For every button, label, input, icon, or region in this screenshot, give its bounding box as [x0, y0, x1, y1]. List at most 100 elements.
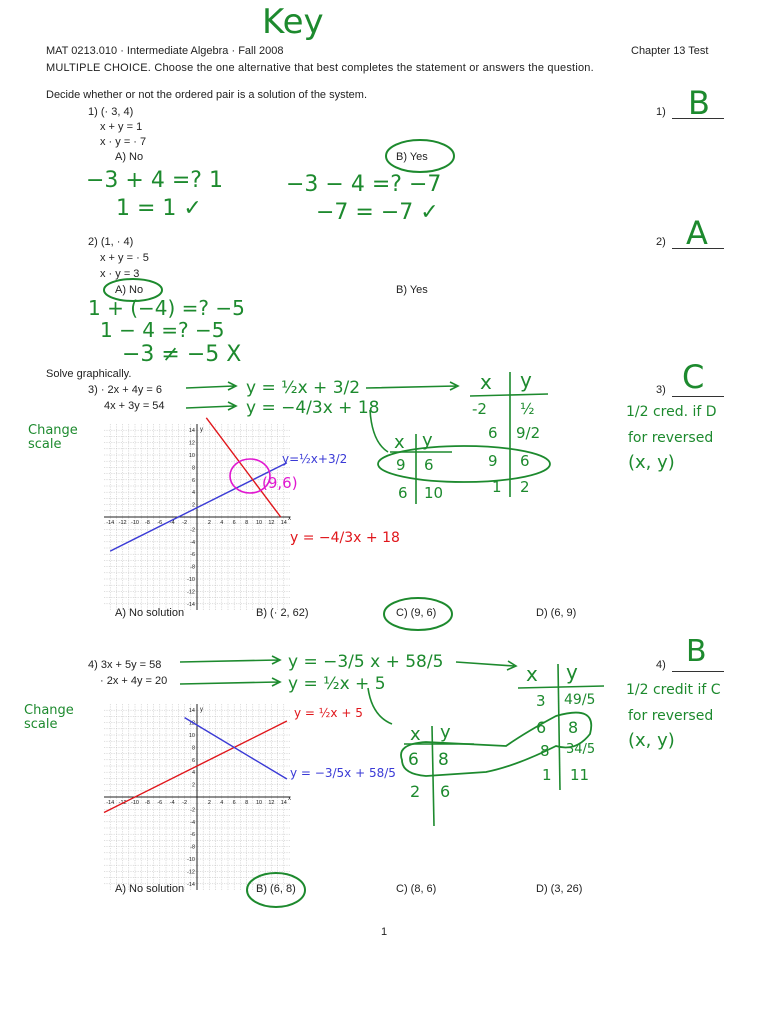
section2-prompt: Solve graphically.	[46, 368, 132, 380]
q3-table-1-cell: 6	[520, 452, 530, 470]
y-tick-label: 6	[192, 478, 195, 484]
y-tick-label: -8	[190, 845, 195, 851]
q1-option-a[interactable]: A) No	[115, 151, 144, 163]
q4-table-1-cell: 11	[570, 766, 590, 784]
x-tick-label: 14	[281, 800, 287, 806]
q3-option-b[interactable]: B) (· 2, 62)	[256, 607, 309, 619]
q3-table-1-grid	[469, 372, 549, 497]
q4-credit-note-1: 1/2 credit if C	[626, 682, 721, 698]
line-y-neg-three-fifths-x	[184, 717, 288, 780]
q2-eq1: x + y = · 5	[100, 252, 149, 264]
y-tick-label: 4	[192, 490, 195, 496]
y-tick-label: -12	[187, 589, 195, 595]
q4-table-1-cell: 49/5	[564, 692, 596, 708]
q1-eq2: x · y = · 7	[100, 136, 147, 148]
y-tick-label: -10	[187, 857, 195, 863]
q3-equation-a: y = ½x + 3/2	[246, 378, 361, 398]
y-tick-label: -8	[190, 565, 195, 571]
q2-work-3: −3 ≠ −5 X	[122, 342, 242, 367]
y-tick-label: 12	[189, 721, 195, 727]
section1-prompt: Decide whether or not the ordered pair i…	[46, 89, 368, 101]
q1-work-2a: −3 − 4 =? −7	[286, 172, 442, 197]
q4-equation-a: y = −3/5 x + 58/5	[288, 652, 444, 672]
q3-red-line-label: y = −4/3x + 18	[290, 530, 400, 546]
y-tick-label: 12	[189, 441, 195, 447]
q4-option-c[interactable]: C) (8, 6)	[396, 883, 437, 895]
y-tick-label: 6	[192, 758, 195, 764]
y-tick-label: 8	[192, 465, 195, 471]
q3-option-c[interactable]: C) (9, 6)	[396, 607, 437, 619]
x-tick-label: -4	[170, 520, 175, 526]
q4-graph: -14-12-10-8-6-4-224681012141412108642-2-…	[103, 704, 291, 890]
q4-table-2-cell: 6	[408, 750, 419, 770]
q3-table-1-cell: 9	[488, 452, 498, 470]
q4-answer-label: 4)	[656, 659, 666, 671]
q3-option-a[interactable]: A) No solution	[115, 607, 185, 619]
q3-table-2-cell: 6	[398, 484, 408, 502]
x-tick-label: -14	[106, 520, 114, 526]
x-axis-label: x	[288, 516, 291, 522]
q3-option-d[interactable]: D) (6, 9)	[536, 607, 577, 619]
q2-option-a[interactable]: A) No	[115, 284, 144, 296]
x-tick-label: 2	[208, 520, 211, 526]
x-tick-label: 10	[256, 520, 262, 526]
q4-option-a[interactable]: A) No solution	[115, 883, 185, 895]
q3-arrows	[185, 381, 460, 411]
q3-credit-note-3: (x, y)	[628, 452, 675, 473]
q4-red-line-label: y = ½x + 5	[294, 706, 363, 720]
y-tick-label: -4	[190, 540, 195, 546]
x-tick-label: 10	[256, 800, 262, 806]
q3-table-1-cell: -2	[472, 400, 487, 418]
q3-table-1-y: y	[520, 368, 532, 392]
q3-intersection-label: (9,6)	[262, 474, 298, 492]
x-tick-label: 14	[281, 520, 287, 526]
q4-credit-note-2: for reversed	[628, 708, 714, 724]
q2-work-1: 1 + (−4) =? −5	[88, 296, 245, 320]
q3-table-2-grid	[369, 409, 551, 504]
q3-answer: C	[682, 358, 705, 396]
q4-answer: B	[686, 634, 707, 669]
y-tick-label: 10	[189, 733, 195, 739]
line-y-half-x	[109, 462, 288, 552]
q3-intersection-circle	[229, 458, 271, 494]
x-tick-label: -6	[157, 800, 162, 806]
x-tick-label: -8	[145, 800, 150, 806]
q4-table-2-cell: 2	[410, 782, 421, 801]
y-axis-label: y	[200, 427, 203, 433]
q4-table-2-cell: 8	[438, 750, 449, 770]
q2-circle-mark	[103, 278, 163, 302]
q2-answer: A	[686, 214, 708, 252]
q4-table-1-cell: 1	[542, 766, 552, 784]
q4-option-d[interactable]: D) (3, 26)	[536, 883, 583, 895]
q3-table-1-cell: 9/2	[516, 424, 541, 442]
q4-table-1-cell: 6	[536, 718, 547, 737]
q1-answer-blank	[672, 118, 724, 119]
course-title: MAT 0213.010 · Intermediate Algebra · Fa…	[46, 45, 284, 57]
y-tick-label: 2	[192, 783, 195, 789]
q2-eq2: x · y = 3	[100, 268, 140, 280]
q3-circle-mark	[383, 597, 453, 631]
q1-option-b[interactable]: B) Yes	[396, 151, 428, 163]
q1-answer: B	[688, 84, 710, 122]
q1-eq1: x + y = 1	[100, 121, 143, 133]
instructions: MULTIPLE CHOICE. Choose the one alternat…	[46, 62, 594, 74]
q3-table-2-cell: 6	[424, 456, 434, 474]
q2-option-b[interactable]: B) Yes	[396, 284, 428, 296]
x-tick-label: -4	[170, 800, 175, 806]
q4-equation-b: y = ½x + 5	[288, 674, 386, 694]
x-tick-label: -6	[157, 520, 162, 526]
q4-table-2-cell: 6	[440, 782, 451, 801]
q4-eq2: · 2x + 4y = 20	[100, 675, 168, 687]
q4-table-2-grid	[367, 687, 593, 827]
q3-credit-note-2: for reversed	[628, 430, 714, 446]
q4-arrows	[179, 655, 518, 687]
q4-option-b[interactable]: B) (6, 8)	[256, 883, 296, 895]
x-tick-label: 12	[268, 800, 274, 806]
y-tick-label: -2	[190, 527, 195, 533]
x-tick-label: -2	[182, 800, 187, 806]
q4-table-1-cell: 8	[568, 718, 579, 737]
y-tick-label: -10	[187, 577, 195, 583]
line-y-half-x-plus-5	[103, 720, 288, 814]
y-tick-label: 8	[192, 745, 195, 751]
